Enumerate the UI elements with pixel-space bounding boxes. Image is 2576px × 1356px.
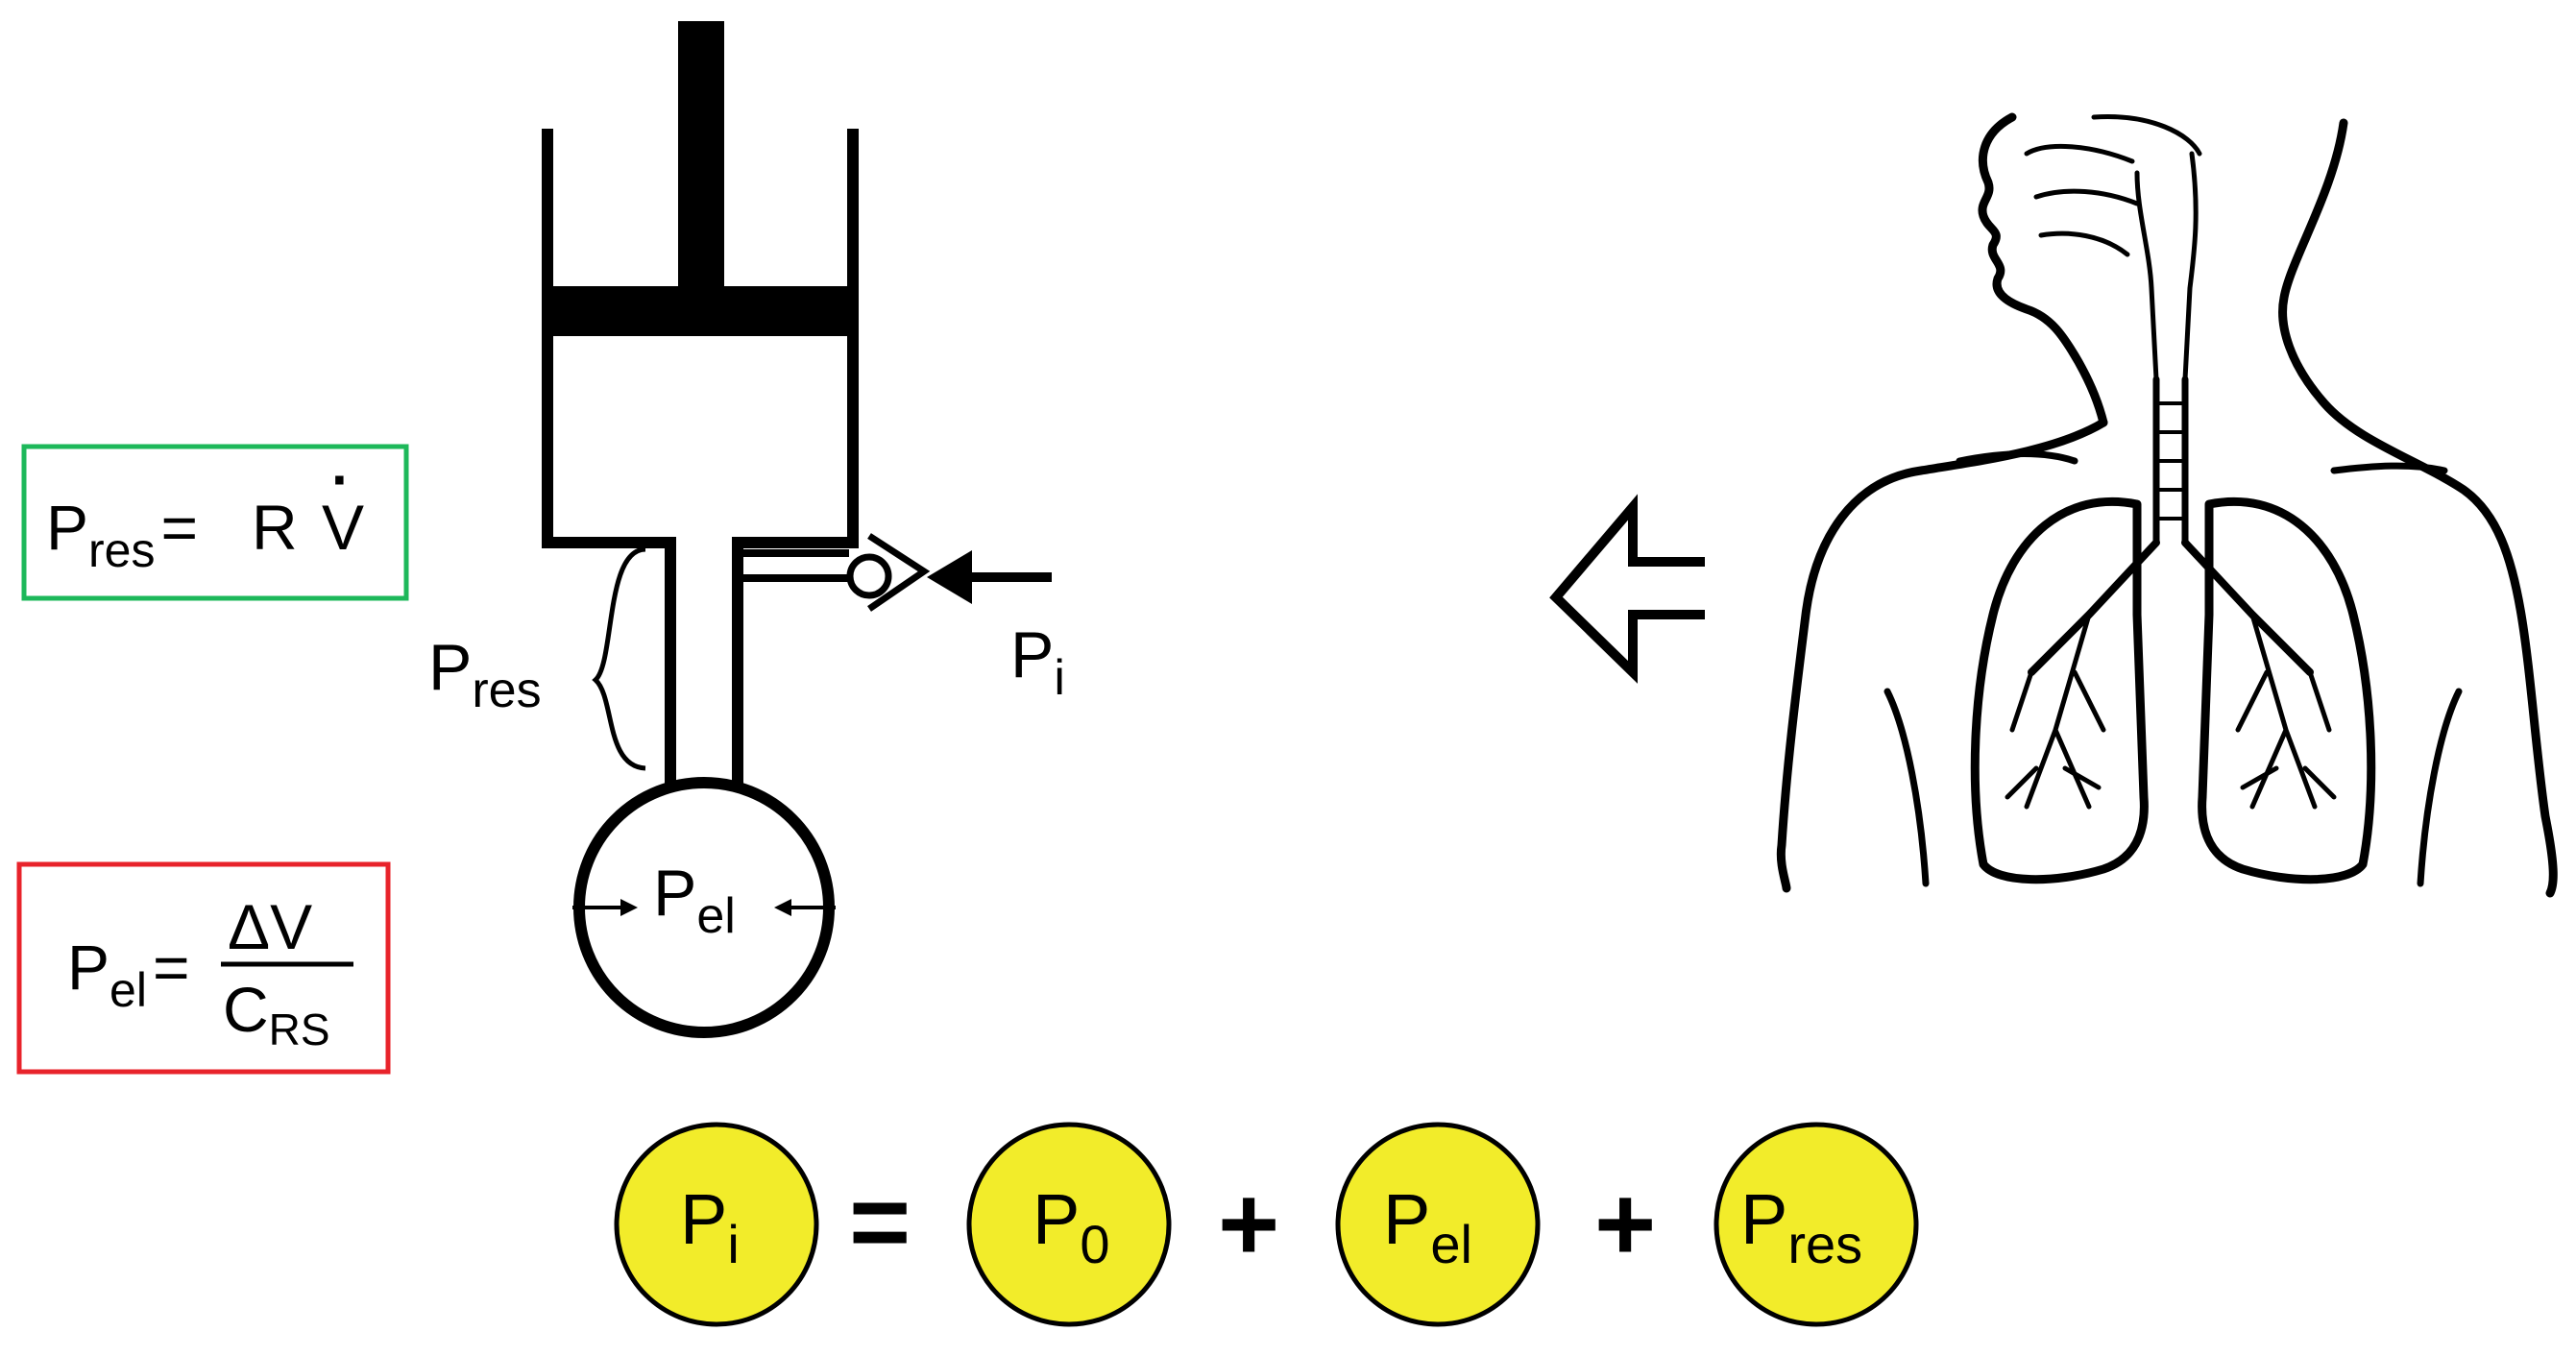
- el-formula-denominator: C: [223, 974, 269, 1045]
- left-bronchial-tree: [2005, 612, 2106, 810]
- nasal-oral-cavity: [2024, 144, 2140, 257]
- res-formula-flow-dot: ·: [331, 448, 351, 512]
- res-formula-symbol: P: [46, 492, 88, 563]
- equation-term-p-el: Pel: [1335, 1122, 1541, 1327]
- left-lung: [1970, 496, 2149, 884]
- cylinder-left-wall: [542, 129, 676, 791]
- term-p-0-subscript: 0: [1080, 1214, 1109, 1274]
- p-el-label-symbol: P: [653, 857, 696, 930]
- one-way-valve-icon: [846, 533, 931, 612]
- p-res-label-symbol: P: [428, 631, 472, 704]
- equation-plus-sign-2: +: [1594, 1165, 1656, 1283]
- main-bronchi: [2028, 539, 2314, 676]
- equation-plus-sign-1: +: [1218, 1165, 1279, 1283]
- svg-text:P0: P0: [1033, 1179, 1110, 1274]
- piston-plate: [546, 286, 855, 336]
- piston-rod: [678, 21, 724, 288]
- elastic-recoil-arrows: [572, 899, 836, 916]
- left-clavicle: [1956, 450, 2078, 465]
- cylinder-right-wall: [732, 129, 859, 791]
- term-p-0-symbol: P: [1033, 1179, 1080, 1259]
- svg-text:Pres=: Pres=: [46, 492, 198, 577]
- resistive-pressure-formula: Pres= R V ·: [21, 444, 409, 601]
- right-clavicle: [2330, 462, 2448, 474]
- res-formula-r: R: [252, 492, 298, 563]
- svg-text:Pel: Pel: [653, 857, 736, 944]
- svg-text:Pi: Pi: [1010, 618, 1065, 706]
- svg-text:Pel: Pel: [1383, 1179, 1472, 1274]
- el-formula-symbol: P: [67, 932, 109, 1003]
- res-formula-v: V: [322, 492, 364, 563]
- right-arm: [2417, 688, 2463, 887]
- equation-equals-sign: =: [849, 1163, 911, 1281]
- hollow-left-arrow-icon: [1549, 494, 1705, 684]
- el-formula-subscript: el: [109, 963, 147, 1017]
- el-formula-numerator: ΔV: [228, 891, 312, 962]
- equation-term-p-0: P0: [966, 1122, 1172, 1327]
- left-arm: [1883, 688, 1930, 887]
- equation-term-p-i: Pi: [614, 1122, 819, 1327]
- piston-model: [542, 21, 859, 1038]
- respiratory-system-illustration: [1776, 112, 2558, 898]
- term-p-i-subscript: i: [727, 1214, 739, 1274]
- elastic-pressure-formula: Pel= ΔV CRS: [16, 861, 391, 1075]
- el-formula-equals: =: [153, 932, 190, 1003]
- svg-text:Pi: Pi: [680, 1179, 740, 1274]
- p-res-label-subscript: res: [472, 663, 541, 718]
- el-formula-denominator-sub: RS: [269, 1005, 330, 1054]
- pharynx: [2134, 151, 2199, 382]
- right-bronchial-tree: [2235, 612, 2337, 810]
- face-profile: [1978, 112, 2108, 427]
- resistance-brace: [592, 546, 646, 771]
- term-p-res-subscript: res: [1787, 1214, 1862, 1274]
- term-p-el-subscript: el: [1430, 1214, 1472, 1274]
- res-formula-subscript: res: [88, 523, 155, 577]
- svg-text:Pres: Pres: [428, 631, 542, 718]
- pressure-equation: Pi = P0 + Pel + Pres: [614, 1122, 1919, 1327]
- svg-text:Pres: Pres: [1740, 1179, 1862, 1274]
- svg-text:Pel=: Pel=: [67, 932, 190, 1017]
- p-i-label-subscript: i: [1054, 650, 1065, 706]
- term-p-res-symbol: P: [1740, 1179, 1787, 1259]
- right-lung: [2198, 496, 2376, 884]
- p-i-label-symbol: P: [1010, 618, 1054, 691]
- svg-text:CRS: CRS: [223, 974, 330, 1054]
- resistive-formula-box: [21, 444, 409, 601]
- term-p-i-symbol: P: [680, 1179, 727, 1259]
- body-outline-right: [2278, 118, 2558, 898]
- term-p-el-symbol: P: [1383, 1179, 1430, 1259]
- body-outline-left: [1776, 418, 2108, 893]
- inflow-arrow-icon: [927, 550, 1052, 604]
- p-el-label-subscript: el: [696, 888, 735, 944]
- res-formula-equals: =: [161, 492, 199, 563]
- equation-term-p-res: Pres: [1713, 1122, 1919, 1327]
- elastic-formula-box: [16, 861, 391, 1075]
